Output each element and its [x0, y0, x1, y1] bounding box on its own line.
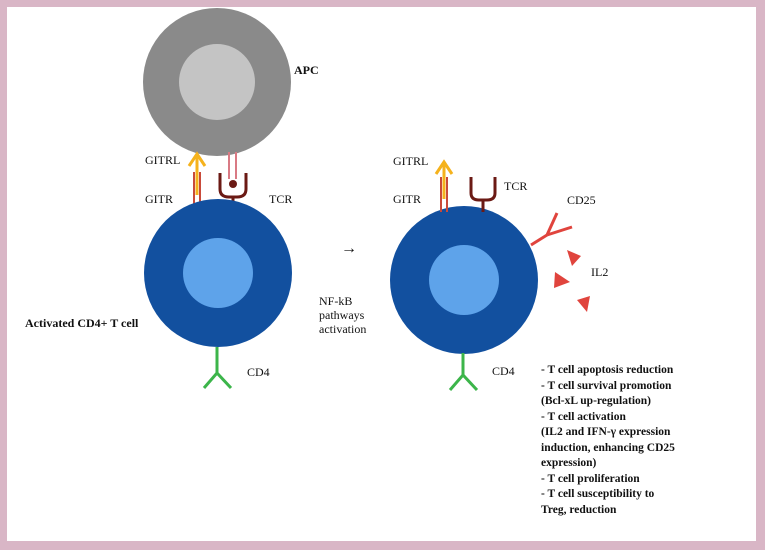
tcr-label-left: TCR — [269, 192, 293, 206]
cd4-label-right: CD4 — [492, 364, 515, 378]
diagram-graphics — [143, 8, 590, 392]
effect-item: - T cell survival promotion — [541, 379, 672, 392]
cd4-receptor-left — [202, 347, 233, 390]
effect-item: Treg, reduction — [541, 503, 617, 516]
gitr-label-right: GITR — [393, 192, 421, 206]
diagram-canvas: APC GITRL GITR TCR Activated CD4+ T cell… — [7, 7, 756, 541]
il2-molecules — [554, 250, 590, 312]
nfkb-line-3: activation — [319, 322, 367, 336]
cd25-receptor — [530, 212, 573, 247]
effect-item: (Bcl-xL up-regulation) — [541, 395, 652, 407]
effect-item: (IL2 and IFN-γ expression — [541, 426, 671, 438]
effect-item: - T cell apoptosis reduction — [541, 364, 674, 376]
effect-item: expression) — [541, 457, 597, 469]
gitr-label-left: GITR — [145, 192, 173, 206]
tcr-receptor-right — [469, 177, 497, 212]
mhc-ligand-left — [228, 152, 237, 179]
cd25-label: CD25 — [567, 193, 596, 207]
effect-item: - T cell proliferation — [541, 472, 640, 485]
activated-cell-label: Activated CD4+ T cell — [25, 316, 139, 330]
gitr-receptor-left — [193, 172, 201, 207]
gitrl-ligand-left — [187, 151, 207, 195]
effect-item: - T cell susceptibility to — [541, 488, 655, 500]
gitrl-label-right: GITRL — [393, 154, 429, 168]
il2-label: IL2 — [591, 265, 609, 279]
effect-item: - T cell activation — [541, 410, 626, 423]
gitrl-ligand-right — [434, 159, 454, 199]
nfkb-line-1: NF-kB — [319, 294, 353, 308]
transition-arrow: → — [341, 240, 357, 257]
nfkb-label: NF-kB pathways activation — [319, 294, 366, 336]
tcell-left — [144, 199, 292, 347]
cd4-label-left: CD4 — [247, 365, 270, 379]
tcr-label-right: TCR — [504, 179, 528, 193]
apc-label: APC — [294, 63, 319, 77]
tcell-right — [390, 206, 538, 354]
cd4-receptor-right — [448, 353, 479, 392]
gitr-receptor-right — [440, 177, 448, 212]
nfkb-line-2: pathways — [319, 308, 365, 322]
apc-cell — [143, 8, 291, 156]
gitrl-label-left: GITRL — [145, 153, 181, 167]
effects-list: - T cell apoptosis reduction - T cell su… — [541, 363, 741, 518]
effect-item: induction, enhancing CD25 — [541, 441, 675, 454]
